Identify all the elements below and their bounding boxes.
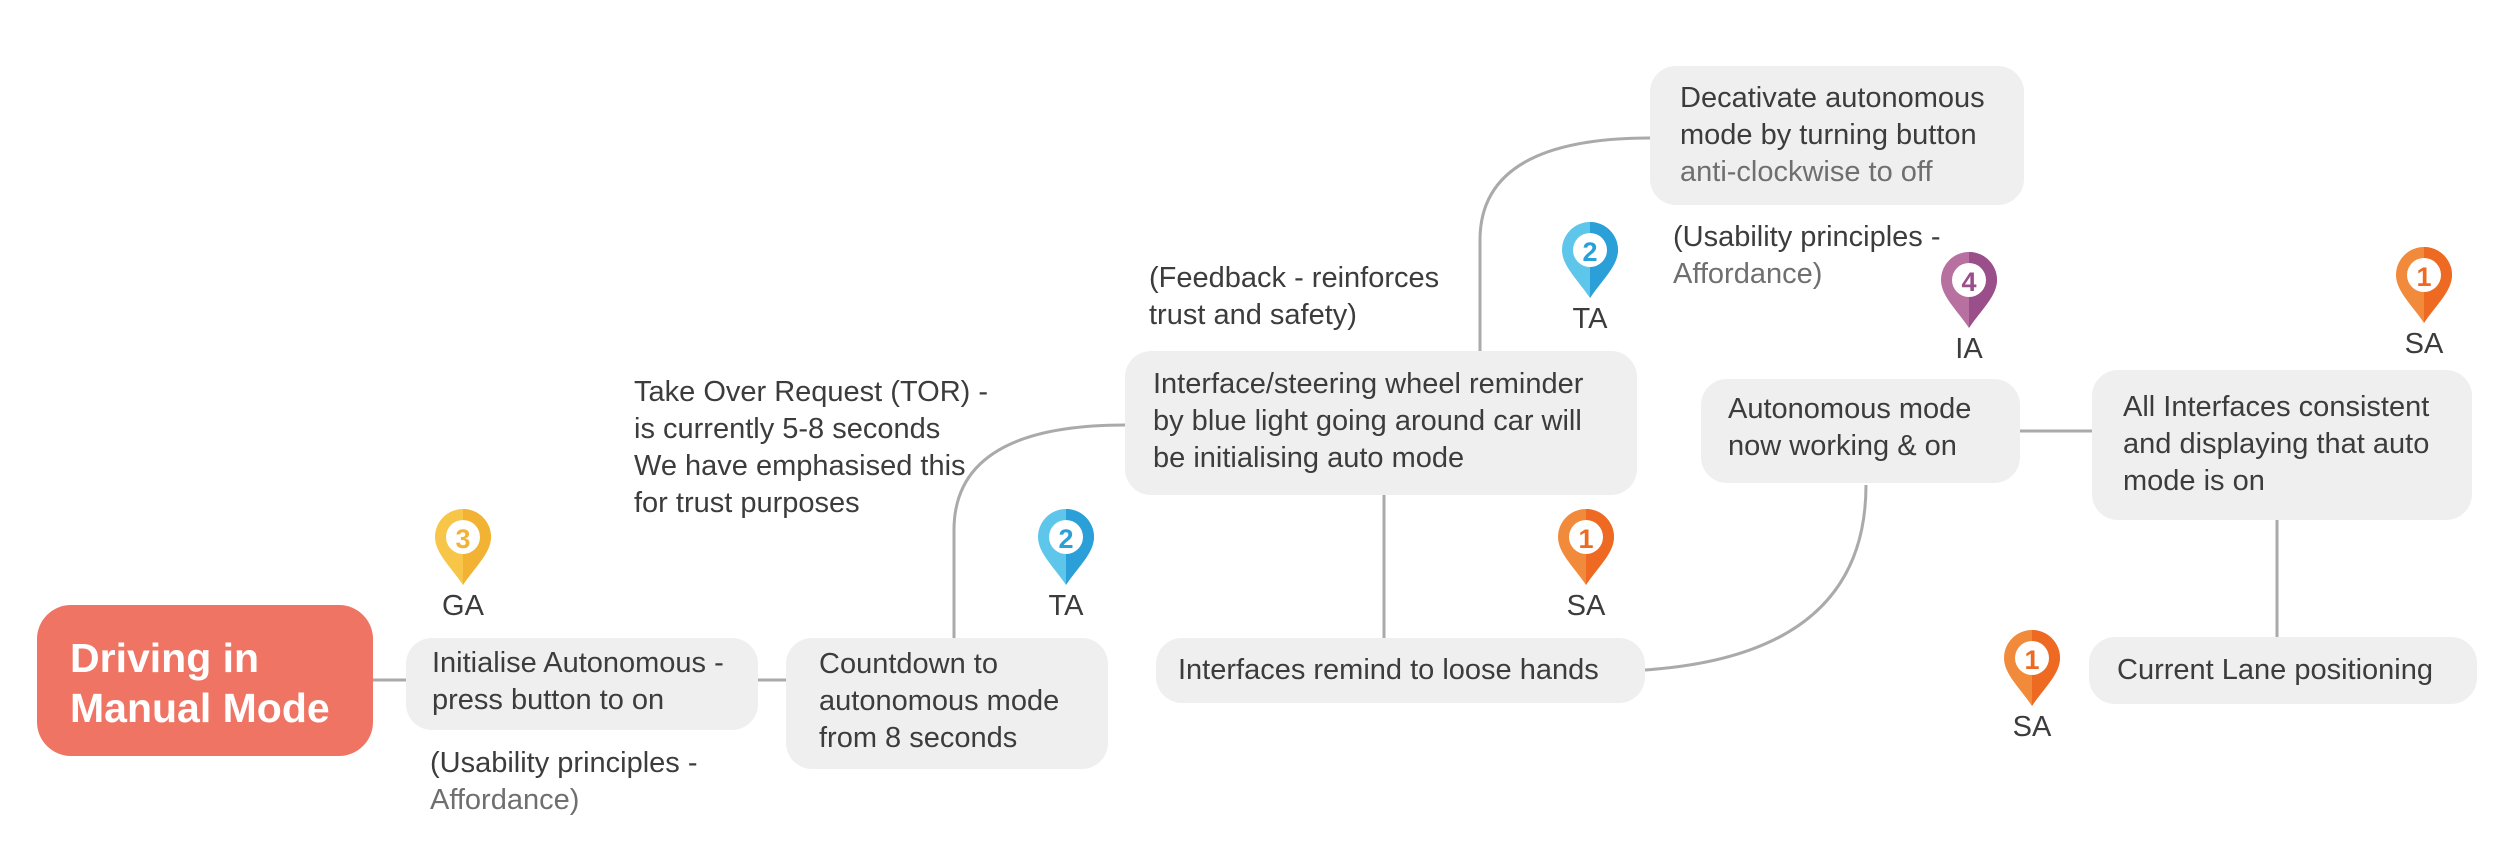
- node-autonomous-working: Autonomous mode now working & on: [1701, 379, 2020, 483]
- marker-code: IA: [1955, 333, 1983, 365]
- node-label-line: Interface/steering wheel reminder: [1153, 368, 1584, 400]
- node-label-line: All Interfaces consistent: [2123, 391, 2430, 423]
- connector-loose-hands-working: [1644, 484, 1868, 672]
- marker-number: 2: [1058, 524, 1074, 554]
- node-label-line: Initialise Autonomous -: [432, 647, 724, 679]
- marker-number: 1: [2024, 645, 2040, 675]
- node-label-line: now working & on: [1728, 430, 1957, 462]
- map-pin-icon: [1562, 222, 1618, 298]
- node-label-line: autonomous mode: [819, 685, 1060, 717]
- marker-number: 3: [455, 524, 471, 554]
- connector-reminder-deactivate: [1478, 136, 1651, 351]
- node-loose-hands: Interfaces remind to loose hands: [1156, 638, 1645, 703]
- connector-countdown-reminder: [952, 423, 1126, 638]
- marker-code: GA: [442, 590, 484, 622]
- node-label-line: Countdown to: [819, 648, 998, 680]
- marker-number: 4: [1961, 267, 1977, 297]
- node-countdown: Countdown to autonomous mode from 8 seco…: [786, 638, 1108, 769]
- root-label-line-2: Manual Mode: [70, 685, 330, 731]
- note-take-over-request: Take Over Request (TOR) - is currently 5…: [634, 374, 988, 522]
- marker-ta-deactivate: 2 TA: [1558, 220, 1622, 336]
- note-line: for trust purposes: [634, 487, 860, 519]
- marker-code: TA: [1048, 590, 1084, 622]
- marker-code: SA: [2404, 328, 2444, 360]
- note-line: We have emphasised this: [634, 450, 966, 482]
- note-usability-affordance-2: (Usability principles - Affordance): [1673, 219, 1941, 293]
- marker-sa-consistent: 1 SA: [2392, 245, 2456, 361]
- map-pin-icon: [2004, 630, 2060, 706]
- node-label-line: Interfaces remind to loose hands: [1178, 654, 1599, 686]
- note-line: Take Over Request (TOR) -: [634, 376, 989, 408]
- marker-ia-working: 4 IA: [1937, 250, 2001, 366]
- node-interfaces-consistent: All Interfaces consistent and displaying…: [2092, 370, 2472, 520]
- marker-number: 1: [2416, 262, 2432, 292]
- marker-ga-initialise: 3 GA: [431, 507, 495, 623]
- node-label-line: anti-clockwise to off: [1680, 156, 1933, 188]
- note-line: (Usability principles -: [430, 747, 698, 779]
- note-line: (Usability principles -: [1673, 221, 1941, 253]
- marker-ta-countdown: 2 TA: [1034, 507, 1098, 623]
- map-pin-icon: [1558, 509, 1614, 585]
- marker-sa-lane: 1 SA: [2000, 628, 2064, 744]
- node-label-line: mode is on: [2123, 465, 2265, 497]
- map-pin-icon: [2396, 247, 2452, 323]
- note-usability-affordance-1: (Usability principles - Affordance): [430, 745, 698, 819]
- node-deactivate-autonomous: Decativate autonomous mode by turning bu…: [1650, 66, 2024, 205]
- node-label-line: press button to on: [432, 684, 665, 716]
- node-label-line: Current Lane positioning: [2117, 654, 2433, 686]
- node-label-line: from 8 seconds: [819, 722, 1018, 754]
- marker-sa-loose-hands: 1 SA: [1554, 507, 1618, 623]
- root-label-line-1: Driving in: [70, 635, 260, 681]
- note-line: trust and safety): [1149, 299, 1357, 331]
- map-pin-icon: [1941, 252, 1997, 328]
- node-label-line: be initialising auto mode: [1153, 442, 1465, 474]
- node-interface-reminder: Interface/steering wheel reminder by blu…: [1125, 351, 1637, 495]
- node-label-line: Autonomous mode: [1728, 393, 1972, 425]
- marker-code: SA: [2012, 711, 2052, 743]
- node-label-line: and displaying that auto: [2123, 428, 2430, 460]
- note-line: is currently 5-8 seconds: [634, 413, 941, 445]
- note-feedback: (Feedback - reinforces trust and safety): [1149, 260, 1439, 334]
- node-current-lane: Current Lane positioning: [2089, 637, 2477, 704]
- note-line: Affordance): [430, 784, 580, 816]
- note-line: Affordance): [1673, 258, 1823, 290]
- marker-number: 1: [1578, 524, 1594, 554]
- marker-number: 2: [1582, 237, 1598, 267]
- map-pin-icon: [435, 509, 491, 585]
- node-label-line: Decativate autonomous: [1680, 82, 1985, 114]
- note-line: (Feedback - reinforces: [1149, 262, 1440, 294]
- marker-code: TA: [1572, 303, 1608, 335]
- node-label-line: by blue light going around car will: [1153, 405, 1582, 437]
- node-initialise-autonomous: Initialise Autonomous - press button to …: [406, 638, 758, 730]
- map-pin-icon: [1038, 509, 1094, 585]
- node-label-line: mode by turning button: [1680, 119, 1977, 151]
- root-node-driving-manual: Driving in Manual Mode: [37, 605, 373, 756]
- marker-code: SA: [1566, 590, 1606, 622]
